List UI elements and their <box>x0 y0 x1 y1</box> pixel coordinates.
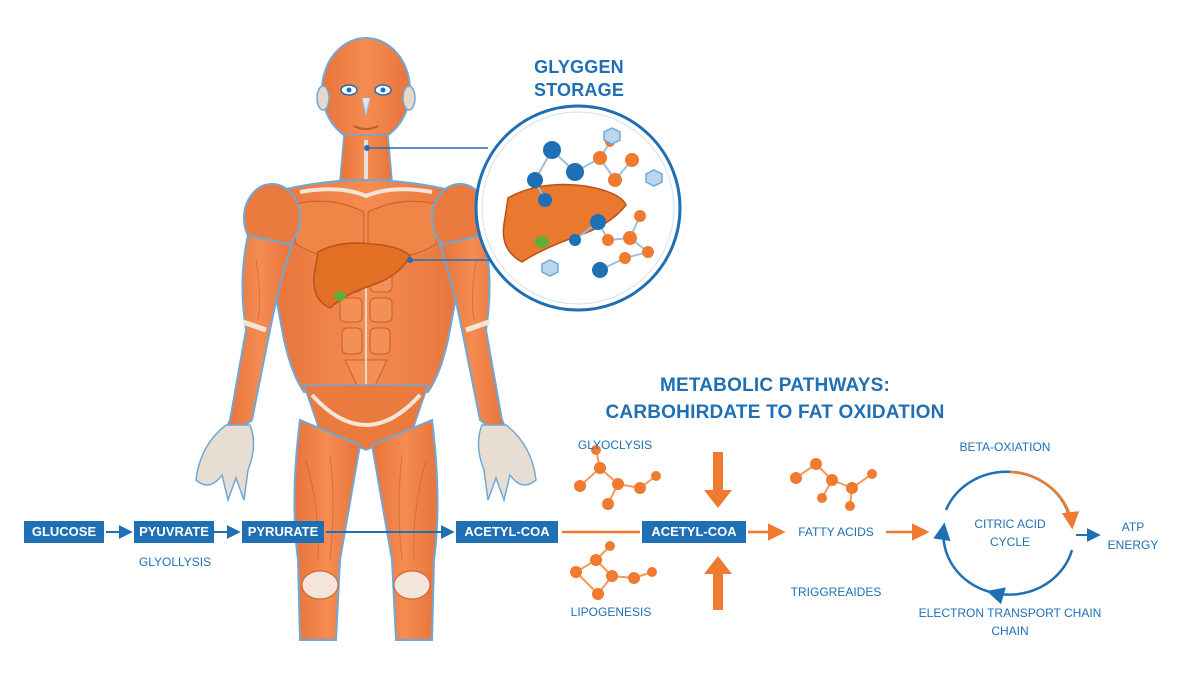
atp-label-line2: ENERGY <box>1100 538 1166 552</box>
glyoclysis-molecule <box>574 445 661 510</box>
pyrurate-box: PYRURATE <box>242 521 324 543</box>
citric-acid-cycle-ring <box>943 472 1072 595</box>
etc-label-line1: ELECTRON TRANSPORT CHAIN <box>900 606 1120 620</box>
pathways-title-line2: CARBOHIRDATE TO FAT OXIDATION <box>560 402 990 424</box>
atp-label-line1: ATP <box>1100 520 1166 534</box>
glycogen-title-line1: GLYGGEN <box>500 57 658 78</box>
lipogenesis-label: LIPOGENESIS <box>556 605 666 619</box>
etc-label-line2: CHAIN <box>900 624 1120 638</box>
acetyl-coa-box-1: ACETYL-COA <box>456 521 558 543</box>
glycogen-storage-inset <box>476 106 680 310</box>
glyoclysis-label: GLYOCLYSIS <box>560 438 670 452</box>
fatty-acids-label: FATTY ACIDS <box>784 525 888 539</box>
pyuvrate-box: PYUVRATE <box>134 521 214 543</box>
triggreaides-label: TRIGGREAIDES <box>780 585 892 599</box>
glucose-box: GLUCOSE <box>24 521 104 543</box>
pathways-title-line1: METABOLIC PATHWAYS: <box>560 375 990 397</box>
beta-oxiation-label: BETA-OXIATION <box>940 440 1070 454</box>
lipogenesis-molecule <box>570 541 657 600</box>
fatty-acid-molecule <box>790 458 877 511</box>
glycogen-title-line2: STORAGE <box>500 80 658 101</box>
citric-acid-label-line2: CYCLE <box>955 535 1065 549</box>
citric-acid-label-line1: CITRIC ACID <box>955 517 1065 531</box>
glyollysis-label: GLYOLLYSIS <box>120 555 230 569</box>
acetyl-coa-box-2: ACETYL-COA <box>642 521 746 543</box>
human-body-figure <box>196 38 536 640</box>
